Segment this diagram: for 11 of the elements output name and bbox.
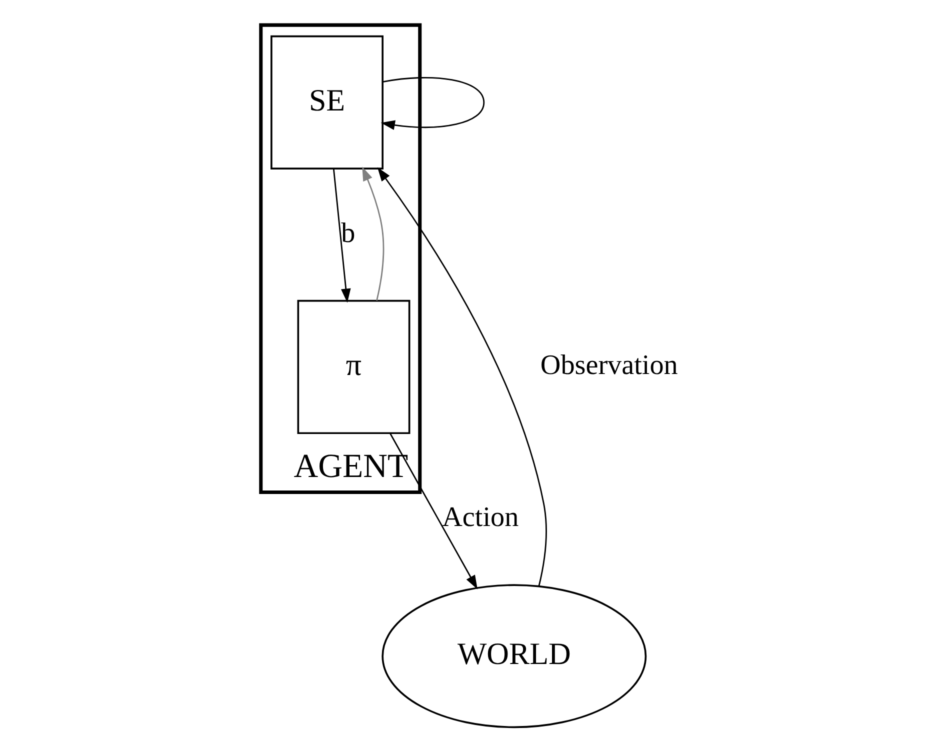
arrow [389,433,478,590]
node-box: SE [270,35,384,170]
edge-label: b [340,218,355,249]
arrow [332,169,350,303]
node-ellipse: WORLD [381,584,646,728]
arrow [380,77,484,130]
edge-label: Observation [540,350,678,382]
arrow [362,166,384,301]
node-box: π [296,300,410,434]
edge-label: Action [442,502,518,533]
arrow [376,167,546,586]
